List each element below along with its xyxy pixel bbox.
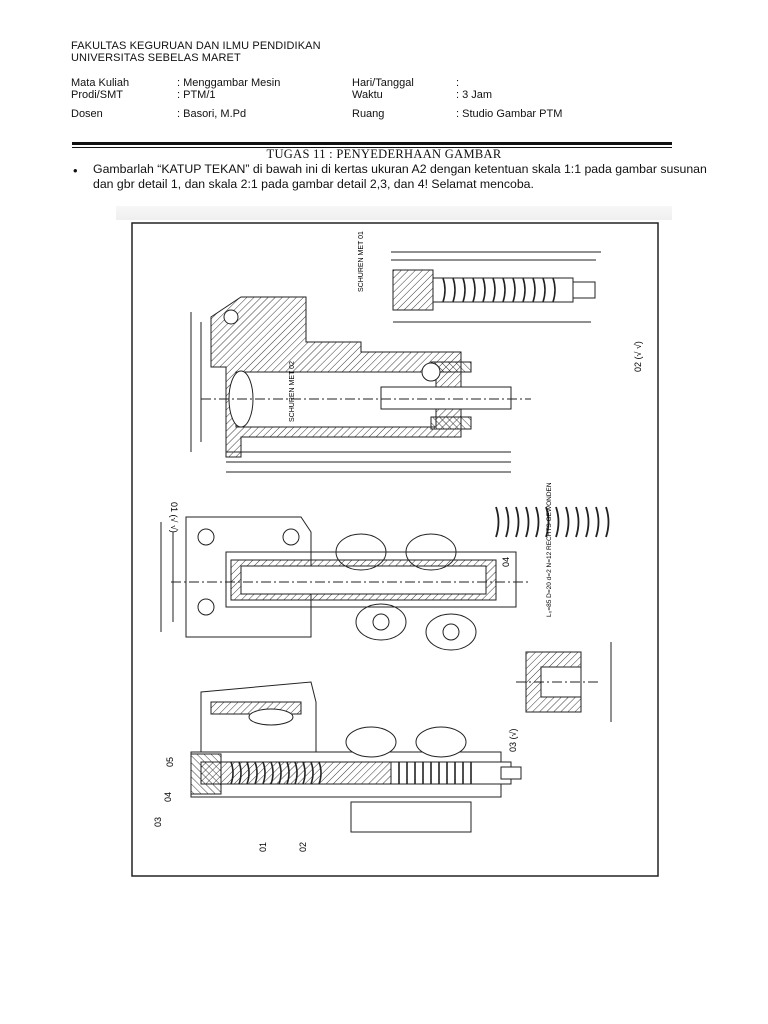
schuren-label-1: SCHUREN MET 01 xyxy=(358,231,365,292)
assignment-title: TUGAS 11 : PENYEDERHAAN GAMBAR xyxy=(266,147,502,161)
label-02: 02 xyxy=(298,842,308,852)
time-label: Waktu xyxy=(352,89,383,101)
detail-01-label: 01 (√ √) xyxy=(169,502,179,533)
valve-drawing-svg: SCHUREN MET 01 02 (√ √) 01 (√ √) SCHUREN… xyxy=(131,222,659,877)
bullet-icon: • xyxy=(73,163,78,178)
university-name: UNIVERSITAS SEBELAS MARET xyxy=(71,52,241,64)
label-01: 01 xyxy=(258,842,268,852)
detail-02-label: 02 (√ √) xyxy=(633,341,643,372)
assignment-instructions: Gambarlah “KATUP TEKAN” di bawah ini di … xyxy=(93,162,707,191)
label-03: 03 xyxy=(153,817,163,827)
room-value: : Studio Gambar PTM xyxy=(456,108,563,120)
detail-03-nut xyxy=(516,642,612,722)
program-label: Prodi/SMT xyxy=(71,89,123,101)
label-04: 04 xyxy=(163,792,173,802)
lecturer-value: : Basori, M.Pd xyxy=(177,108,247,120)
detail-02-spindle xyxy=(391,251,601,323)
date-value: : xyxy=(456,77,460,89)
assembly-section-view xyxy=(190,296,531,473)
program-value: : PTM/1 xyxy=(177,89,216,101)
divider-thick xyxy=(72,142,672,145)
date-label: Hari/Tanggal xyxy=(352,77,414,89)
schuren-label-2: SCHUREN MET 02 xyxy=(289,361,296,422)
faculty-name: FAKULTAS KEGURUAN DAN ILMU PENDIDIKAN xyxy=(71,40,321,52)
divider-thin xyxy=(72,147,672,148)
detail-03-label: 03 (√) xyxy=(508,729,518,752)
course-label: Mata Kuliah xyxy=(71,77,130,89)
spring-spec: L₀=85 D=20 d=2 N=12 RECHTS GEWONDEN xyxy=(546,482,553,617)
technical-drawing: SCHUREN MET 01 02 (√ √) 01 (√ √) SCHUREN… xyxy=(131,222,659,877)
label-05: 05 xyxy=(165,757,175,767)
room-label: Ruang xyxy=(352,108,385,120)
time-value: : 3 Jam xyxy=(456,89,493,101)
scan-shadow xyxy=(116,206,672,220)
plan-view xyxy=(160,516,531,651)
assembly-perspective xyxy=(190,681,522,833)
detail-04-label: 04 xyxy=(501,557,511,567)
lecturer-label: Dosen xyxy=(71,108,103,120)
course-value: : Menggambar Mesin xyxy=(177,77,281,89)
detail-04-spring xyxy=(495,506,610,538)
